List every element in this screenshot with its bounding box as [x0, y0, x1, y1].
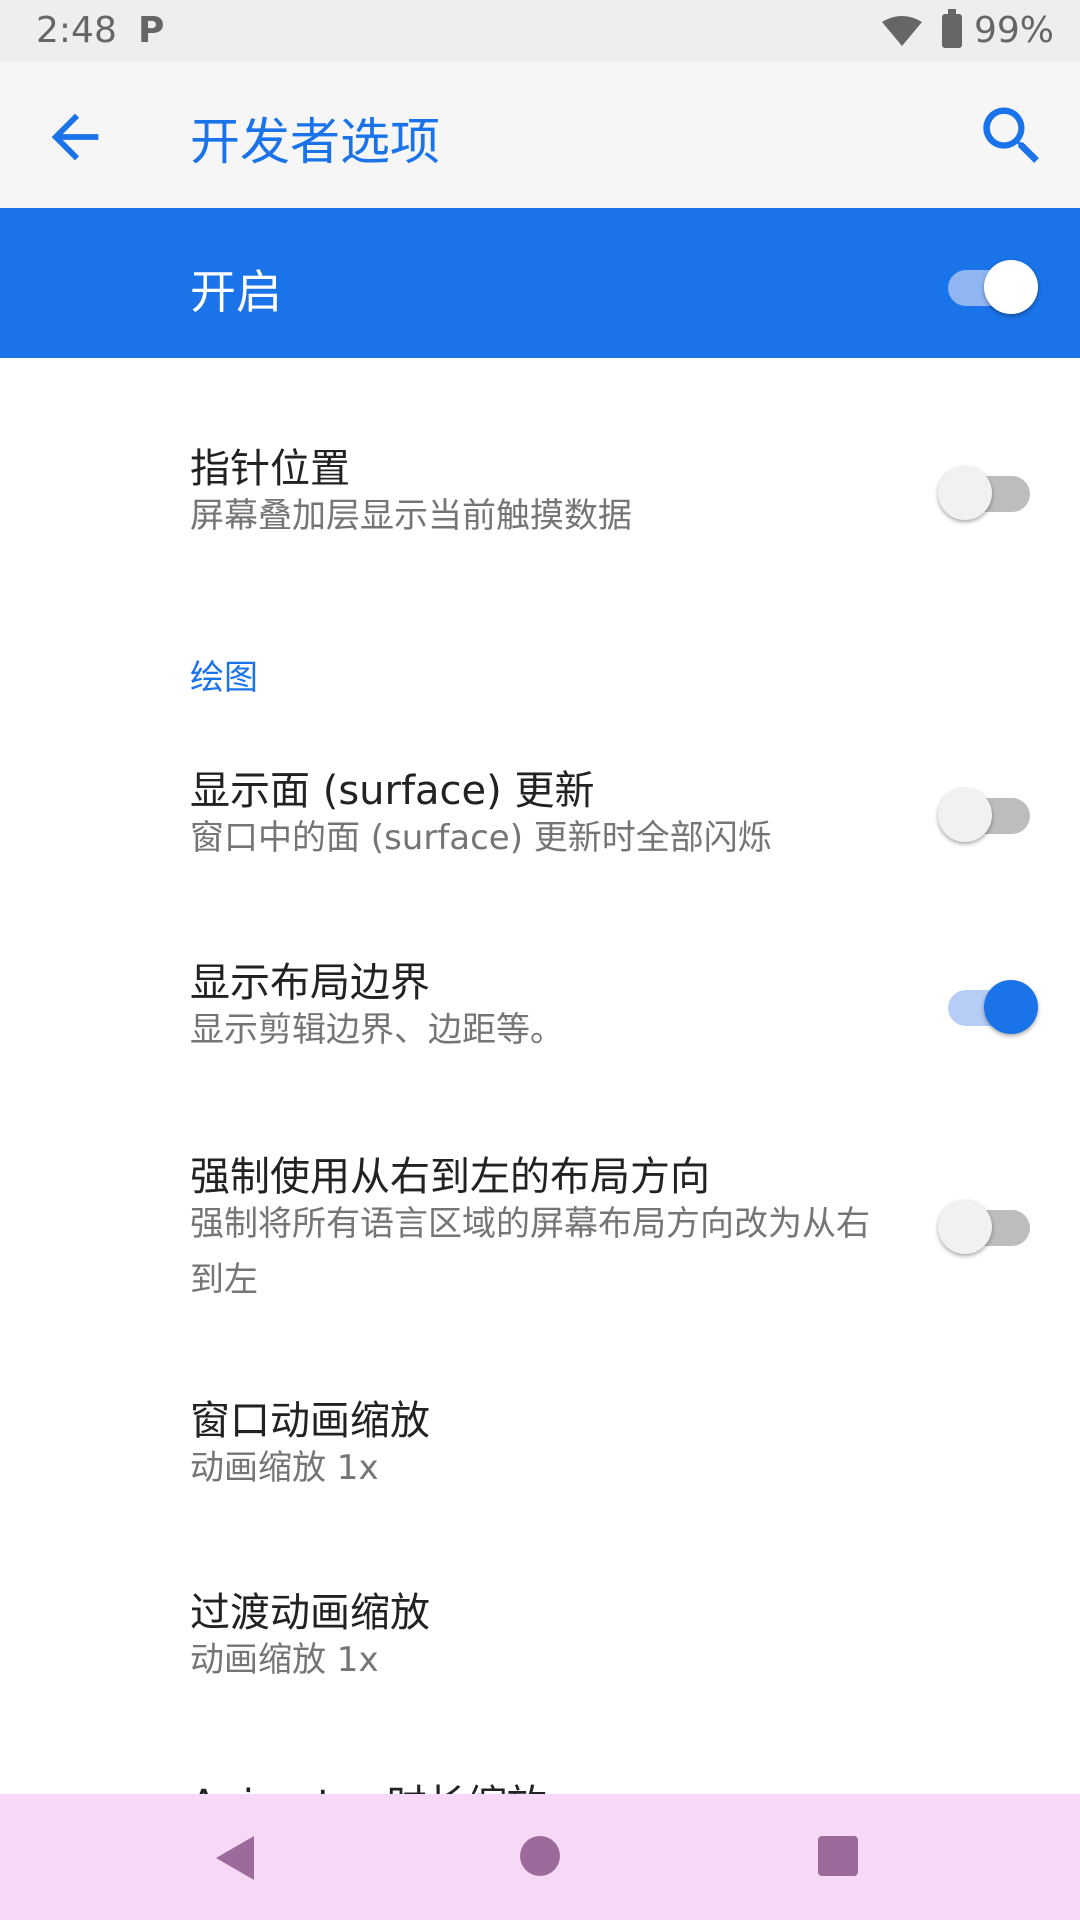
list-item-show-layout-bounds[interactable]: 显示布局边界 显示剪辑边界、边距等。 [0, 908, 1080, 1098]
status-bar: 2:48 P 99% [0, 0, 1080, 62]
status-time: 2:48 [36, 10, 117, 51]
list-item-title: 指针位置 [190, 446, 350, 492]
list-item-title: 强制使用从右到左的布局方向 [190, 1154, 710, 1200]
list-item-subtitle: 动画缩放 1x [190, 1448, 379, 1488]
layout-bounds-toggle[interactable] [938, 972, 1038, 1034]
list-item-title: 显示面 (surface) 更新 [190, 768, 595, 814]
list-item-animator-duration-scale[interactable]: Animator 时长缩放 [0, 1730, 1080, 1794]
list-item-pointer-location[interactable]: 指针位置 屏幕叠加层显示当前触摸数据 [0, 394, 1080, 584]
triangle-back-icon[interactable] [216, 1836, 254, 1880]
list-item-transition-animation-scale[interactable]: 过渡动画缩放 动画缩放 1x [0, 1538, 1080, 1728]
circle-home-icon[interactable] [520, 1836, 560, 1876]
navigation-bar [0, 1794, 1080, 1920]
list-item-subtitle: 显示剪辑边界、边距等。 [190, 1010, 564, 1050]
pointer-location-toggle[interactable] [938, 458, 1038, 520]
list-item-force-rtl[interactable]: 强制使用从右到左的布局方向 强制将所有语言区域的屏幕布局方向改为从右到左 [0, 1100, 1080, 1344]
square-recents-icon[interactable] [818, 1836, 858, 1876]
search-icon [983, 107, 1039, 163]
list-item-title: 显示布局边界 [190, 960, 430, 1006]
list-item-subtitle: 动画缩放 1x [190, 1640, 379, 1680]
list-item-subtitle: 窗口中的面 (surface) 更新时全部闪烁 [190, 818, 772, 858]
surface-updates-toggle[interactable] [938, 780, 1038, 842]
app-bar: 开发者选项 [0, 62, 1080, 208]
wifi-icon [882, 16, 922, 46]
list-item-title: Animator 时长缩放 [190, 1772, 547, 1794]
list-item-subtitle: 屏幕叠加层显示当前触摸数据 [190, 496, 632, 536]
app-notification-icon: P [138, 10, 165, 51]
list-item-show-surface-updates[interactable]: 显示面 (surface) 更新 窗口中的面 (surface) 更新时全部闪烁 [0, 716, 1080, 906]
arrow-left-icon [51, 113, 99, 161]
category-header-drawing: 绘图 [190, 658, 258, 698]
master-switch-toggle[interactable] [938, 252, 1038, 314]
list-item-subtitle: 强制将所有语言区域的屏幕布局方向改为从右到左 [190, 1204, 870, 1300]
back-button[interactable] [40, 102, 110, 172]
list-item-title: 窗口动画缩放 [190, 1398, 430, 1444]
battery-icon [942, 9, 962, 48]
list-item-window-animation-scale[interactable]: 窗口动画缩放 动画缩放 1x [0, 1346, 1080, 1536]
battery-level: 99% [974, 10, 1055, 51]
list-item-title: 过渡动画缩放 [190, 1590, 430, 1636]
search-button[interactable] [974, 98, 1050, 174]
master-switch-label: 开启 [190, 265, 282, 319]
master-switch-row[interactable]: 开启 [0, 208, 1080, 358]
force-rtl-toggle[interactable] [938, 1192, 1038, 1254]
page-title: 开发者选项 [190, 113, 440, 171]
